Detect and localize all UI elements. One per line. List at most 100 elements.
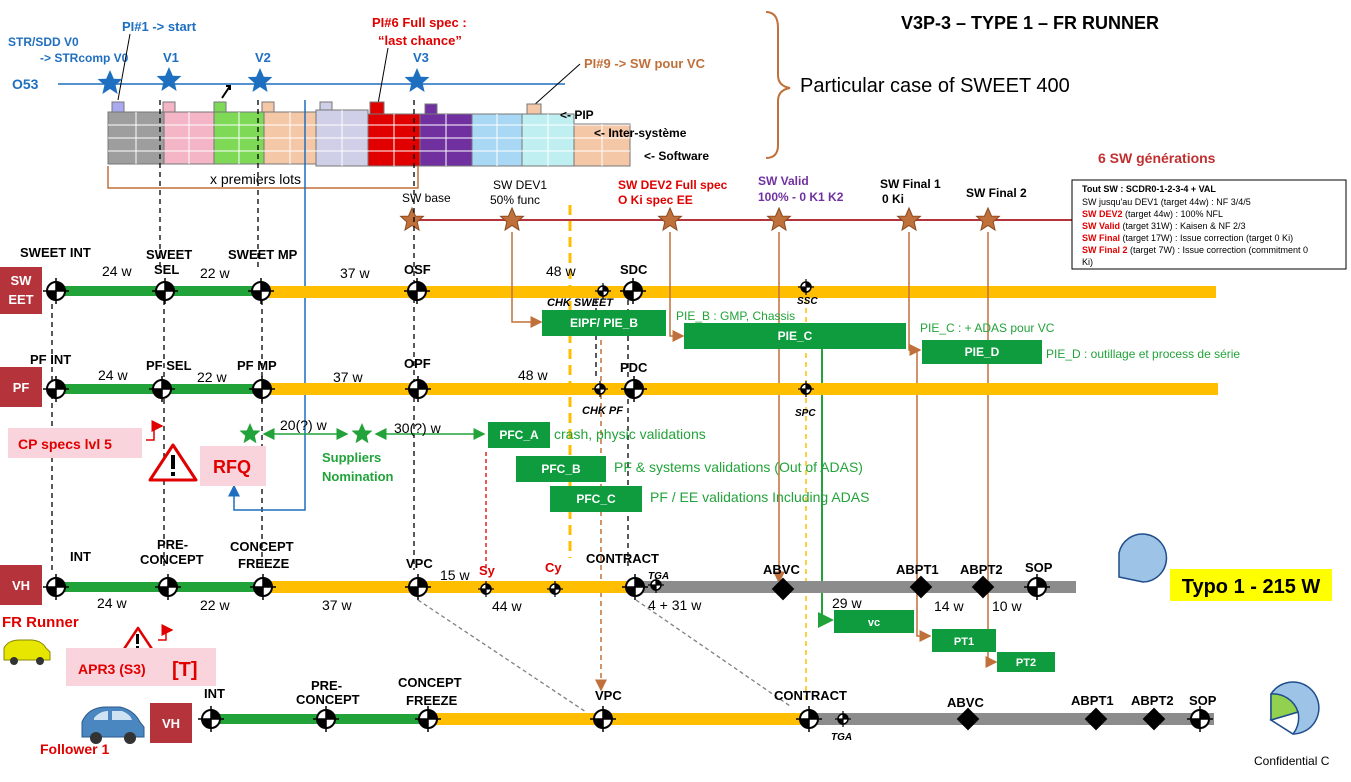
pf-row-badge bbox=[0, 367, 42, 407]
pdc-label: PDC bbox=[620, 360, 648, 375]
follower-abvc-label: ABVC bbox=[947, 695, 984, 710]
pie-b-note: PIE_B : GMP, Chassis bbox=[676, 309, 795, 323]
star-icon bbox=[499, 206, 525, 232]
rfq-feedback-line bbox=[228, 100, 306, 511]
rfq-box bbox=[200, 446, 266, 486]
vh-w10: 10 w bbox=[992, 598, 1022, 614]
pf-w22: 22 w bbox=[197, 369, 227, 385]
milestone-icon bbox=[197, 705, 225, 733]
str-sdd-label: STR/SDD V0 bbox=[8, 35, 79, 49]
star-icon bbox=[399, 206, 425, 232]
sweet-row-badge bbox=[0, 267, 42, 314]
v2-label: V2 bbox=[255, 50, 271, 65]
pi6-pointer bbox=[377, 47, 389, 105]
legend-line-1: SW jusqu'au DEV1 (target 44w) : NF 3/4/5 bbox=[1082, 197, 1251, 207]
sweet-w22: 22 w bbox=[200, 265, 230, 281]
typo-pie-icon bbox=[1118, 533, 1168, 583]
milestone-icon bbox=[154, 573, 182, 601]
car-icon-blue bbox=[81, 706, 145, 744]
apr3-box bbox=[66, 648, 216, 686]
follower-tga-label: TGA bbox=[831, 732, 852, 743]
pfc-b-box bbox=[516, 456, 606, 482]
pie-c-to-vc-arrow bbox=[818, 349, 834, 628]
up-arrow-icon bbox=[221, 85, 231, 99]
svg-text:PFC_B: PFC_B bbox=[541, 462, 581, 476]
subtitle: Particular case of SWEET 400 bbox=[800, 75, 1070, 97]
vh-w4-31: 4 + 31 w bbox=[648, 597, 702, 613]
warning-icon bbox=[148, 443, 198, 482]
milestone-icon bbox=[248, 375, 276, 403]
pie-d-note: PIE_D : outillage et process de série bbox=[1046, 347, 1240, 361]
legend-line-3: SW Valid (target 31W) : Kaisen & NF 2/3 bbox=[1082, 221, 1246, 231]
pt2-box bbox=[997, 652, 1055, 672]
follower-vpc-label: VPC bbox=[595, 688, 622, 703]
pip-label: <- PIP bbox=[560, 108, 594, 122]
diamond-icon bbox=[1084, 707, 1108, 731]
svg-text:VH: VH bbox=[162, 716, 180, 731]
milestone-icon bbox=[1186, 705, 1214, 733]
legend-title: Tout SW : SCDR0-1-2-3-4 + VAL bbox=[1082, 184, 1216, 194]
pie-c-note: PIE_C : + ADAS pour VC bbox=[920, 321, 1055, 335]
follower-cf-label-1: CONCEPT bbox=[398, 675, 462, 690]
milestone-icon bbox=[247, 277, 275, 305]
sw-dev2-label-1: SW DEV2 Full spec bbox=[618, 178, 728, 192]
sdc-label: SDC bbox=[620, 262, 648, 277]
supplier-w20: 20(?) w bbox=[280, 417, 328, 433]
star-icon bbox=[766, 206, 792, 232]
milestone-icon bbox=[148, 375, 176, 403]
chk-sweet-label: CHK SWEET bbox=[547, 297, 614, 309]
follower-abpt2-label: ABPT2 bbox=[1131, 693, 1174, 708]
pf-orange-bar bbox=[262, 383, 1218, 395]
sweet-orange-bar bbox=[262, 286, 1216, 298]
follower-int-label: INT bbox=[204, 686, 225, 701]
sw-valid-label-2: 100% - 0 K1 K2 bbox=[758, 190, 844, 204]
milestone-icon bbox=[151, 277, 179, 305]
software-label: <- Software bbox=[644, 149, 709, 163]
sw-final2-label: SW Final 2 bbox=[966, 186, 1027, 200]
pf-sel-label: PF SEL bbox=[146, 358, 192, 373]
diamond-icon bbox=[1142, 707, 1166, 731]
pfc-a-note: crash, physic validations bbox=[554, 426, 706, 442]
pfc-b-note: PF & systems validations (Out of ADAS) bbox=[614, 459, 863, 475]
diamond-icon bbox=[956, 707, 980, 731]
svg-text:EIPF/ PIE_B: EIPF/ PIE_B bbox=[570, 316, 638, 330]
sweet-badge-1: SW bbox=[11, 273, 33, 288]
pf-w48: 48 w bbox=[518, 367, 548, 383]
svg-text:RFQ: RFQ bbox=[213, 457, 251, 477]
sweet-sel-label-2: SEL bbox=[154, 262, 179, 277]
follower-pre-label-1: PRE- bbox=[311, 678, 342, 693]
sop-label: SOP bbox=[1025, 560, 1053, 575]
svg-text:PFC_A: PFC_A bbox=[499, 428, 539, 442]
vh-vpc-label: VPC bbox=[406, 556, 433, 571]
sw-valid-label-1: SW Valid bbox=[758, 174, 809, 188]
supplier-stars bbox=[239, 423, 373, 444]
supplier-w30: 30(?) w bbox=[394, 420, 442, 436]
follower-pre-label-2: CONCEPT bbox=[296, 692, 360, 707]
vh-w37: 37 w bbox=[322, 597, 352, 613]
vh-cf-label-2: FREEZE bbox=[238, 556, 290, 571]
follower-gray-bar bbox=[810, 713, 1214, 725]
star-icon bbox=[975, 206, 1001, 232]
str-comp-label: -> STRcomp V0 bbox=[40, 51, 129, 65]
vh-pre-label-1: PRE- bbox=[157, 537, 188, 552]
pi-stars bbox=[97, 67, 430, 94]
legend-line-6: Ki) bbox=[1082, 257, 1093, 267]
milestone-icon bbox=[312, 705, 340, 733]
follower-abpt1-label: ABPT1 bbox=[1071, 693, 1114, 708]
pi9-label: PI#9 -> SW pour VC bbox=[584, 56, 706, 71]
sweet-badge-2: EET bbox=[8, 292, 33, 307]
legend-line-5: SW Final 2 (target 7W) : Issue correctio… bbox=[1082, 245, 1308, 255]
svg-text:PT1: PT1 bbox=[954, 636, 974, 648]
legend-line-4: SW Final (target 17W) : Issue correction… bbox=[1082, 233, 1293, 243]
svg-text:PF: PF bbox=[13, 380, 30, 395]
sw-final1-label-2: 0 Ki bbox=[882, 192, 904, 206]
pi9-pointer bbox=[532, 63, 581, 107]
pie-c-box bbox=[684, 323, 906, 349]
follower-sop-label: SOP bbox=[1189, 693, 1217, 708]
dashed-guides bbox=[51, 100, 629, 570]
lots-bracket bbox=[107, 166, 419, 189]
spc-label: SPC bbox=[795, 408, 816, 419]
star-icon bbox=[896, 206, 922, 232]
svg-text:VH: VH bbox=[12, 578, 30, 593]
star-icon bbox=[156, 67, 182, 91]
